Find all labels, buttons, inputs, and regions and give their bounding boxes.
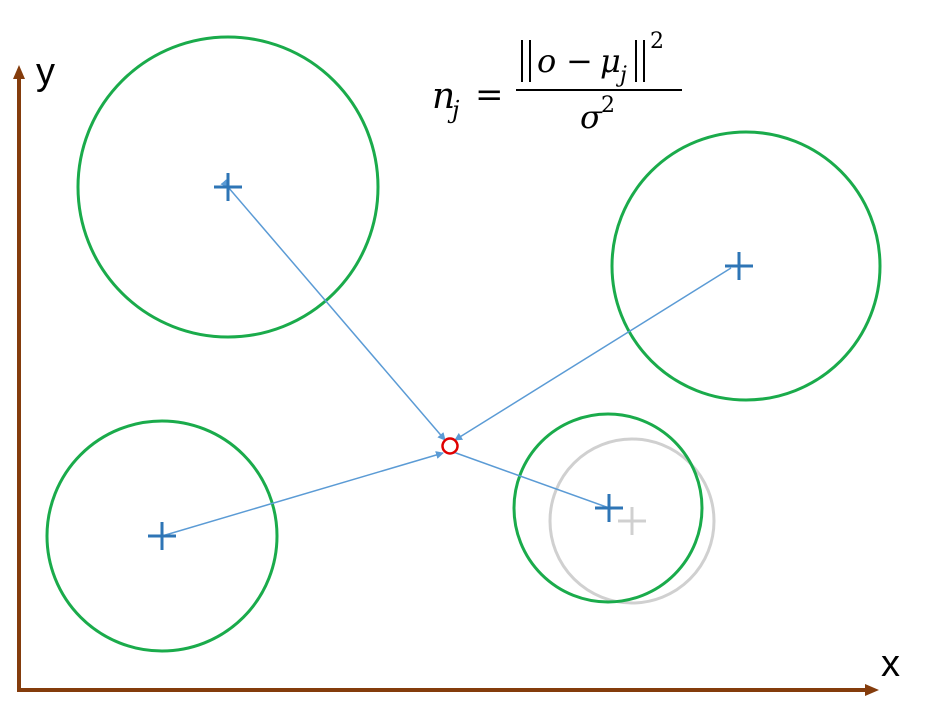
x-axis-label: x (881, 643, 900, 685)
formula-equals: = (475, 75, 504, 115)
center-marker-icon (148, 522, 176, 550)
formula-denominator-exponent: 2 (601, 93, 615, 118)
cluster-circles (45, 35, 882, 653)
center-marker-icon (595, 494, 623, 522)
axes: y x (13, 51, 900, 696)
arrow-bottom-middle (448, 446, 613, 510)
arrow-top-left (220, 179, 446, 441)
cluster-circle-right (610, 130, 882, 402)
formula-minus: − (566, 42, 593, 80)
formula-numerator-var: o (537, 42, 556, 80)
center-marker-icon (214, 173, 242, 201)
formula-lhs: n (432, 76, 455, 117)
observation-point (441, 437, 459, 455)
distance-formula: n j = o − μ j 2 σ 2 (432, 29, 682, 136)
distance-arrows (161, 179, 732, 537)
y-axis-label: y (36, 51, 55, 93)
arrow-right (454, 267, 732, 441)
formula-mu: μ (600, 42, 621, 80)
cluster-circle-bottom-left (45, 419, 279, 653)
formula-numerator-exponent: 2 (650, 29, 664, 54)
center-marker-icon (725, 252, 753, 280)
arrow-bottom-left (161, 451, 444, 537)
previous-cluster-circle (548, 437, 716, 605)
previous-center-marker (618, 507, 646, 535)
cluster-circle-bottom-middle (512, 412, 704, 604)
formula-denominator: σ (580, 98, 603, 136)
previous-cluster (548, 437, 716, 605)
cluster-centers (148, 173, 753, 550)
